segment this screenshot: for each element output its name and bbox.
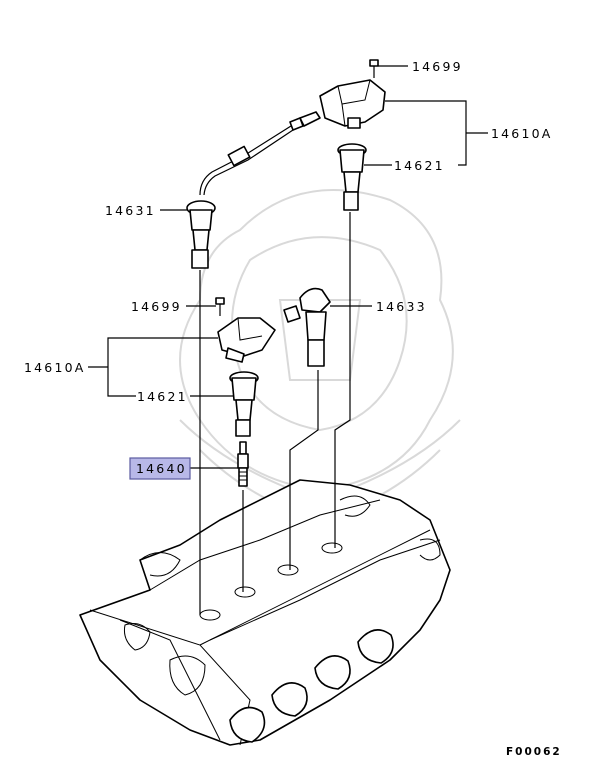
ignition-coil-middle: [217, 317, 276, 363]
cylinder-head: [79, 479, 451, 746]
callout-coil-right[interactable]: 14633: [376, 299, 427, 314]
callout-bolt-mid[interactable]: 14699: [131, 299, 182, 314]
ignition-coil-right: [283, 287, 331, 367]
callout-boot-mid[interactable]: 14621: [137, 389, 188, 404]
callout-coil-assy-top[interactable]: 14610A: [491, 126, 553, 141]
plug-boot-middle: [229, 371, 259, 437]
spark-plug: [237, 441, 249, 487]
ignition-cable: [186, 117, 304, 269]
callout-cable-left[interactable]: 14631: [105, 203, 156, 218]
callout-spark-plug-highlight: [129, 457, 191, 480]
plug-boot-upper: [337, 143, 367, 211]
bolt-upper: [369, 59, 379, 78]
callout-spark-plug[interactable]: 14640: [136, 461, 187, 476]
callout-coil-assy-left[interactable]: 14610A: [24, 360, 86, 375]
figure-code: F00062: [506, 746, 562, 758]
callout-bolt-top[interactable]: 14699: [412, 59, 463, 74]
callout-boot-top[interactable]: 14621: [394, 158, 445, 173]
leader-lines: [88, 65, 488, 469]
guide-lines: [199, 212, 351, 615]
ignition-coil-upper: [299, 79, 386, 129]
bolt-middle: [215, 297, 225, 316]
